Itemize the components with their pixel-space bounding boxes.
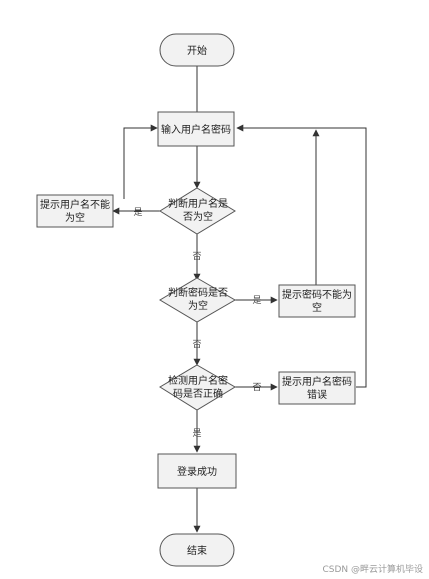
check-user-label-2: 否为空 <box>183 210 213 223</box>
nodes <box>36 33 356 567</box>
check-pwd-label-2: 为空 <box>188 299 208 312</box>
edge-label-user-no: 否 <box>192 251 201 262</box>
success-node <box>157 453 237 489</box>
edge-labels: 是 否 是 否 否 是 <box>133 207 261 439</box>
verify-label-1: 检测用户名密 <box>168 374 228 387</box>
show-wrong-label-1: 提示用户名密码 <box>282 375 352 388</box>
edge-label-user-yes: 是 <box>133 207 142 218</box>
edge-user-empty-back <box>123 124 158 199</box>
end-node <box>159 533 235 567</box>
check-user-node <box>159 187 236 235</box>
edge-label-pwd-yes: 是 <box>252 295 261 306</box>
input-label: 输入用户名密码 <box>161 123 231 136</box>
edge-label-verify-no: 否 <box>252 382 261 393</box>
check-pwd-node <box>159 277 236 323</box>
show-user-empty-label-1: 提示用户名不能 <box>40 198 110 211</box>
start-label: 开始 <box>187 44 207 57</box>
show-pwd-empty-node <box>278 284 356 318</box>
show-user-empty-label-2: 为空 <box>65 211 85 224</box>
start-node <box>159 33 235 67</box>
show-wrong-label-2: 错误 <box>307 388 327 401</box>
edges <box>112 66 367 533</box>
check-user-label-1: 判断用户名是 <box>168 197 228 210</box>
edge-wrong-back <box>236 124 367 388</box>
success-label: 登录成功 <box>177 465 217 478</box>
edge-label-verify-yes: 是 <box>192 428 201 439</box>
show-wrong-node <box>278 371 356 405</box>
verify-label-2: 码是否正确 <box>173 387 223 400</box>
show-pwd-empty-label-2: 空 <box>312 301 322 314</box>
show-pwd-empty-label-1: 提示密码不能为 <box>282 288 352 301</box>
input-node <box>157 111 235 147</box>
csdn-watermark: CSDN @畔云计算机毕设 <box>322 565 423 575</box>
edge-label-pwd-no: 否 <box>192 339 201 350</box>
end-label: 结束 <box>187 544 207 557</box>
check-pwd-label-1: 判断密码是否 <box>168 286 228 299</box>
verify-node <box>159 364 236 411</box>
show-user-empty-node <box>36 194 114 228</box>
node-texts: 开始 输入用户名密码 判断用户名是 否为空 提示用户名不能 为空 判断密码是否 … <box>40 44 352 557</box>
